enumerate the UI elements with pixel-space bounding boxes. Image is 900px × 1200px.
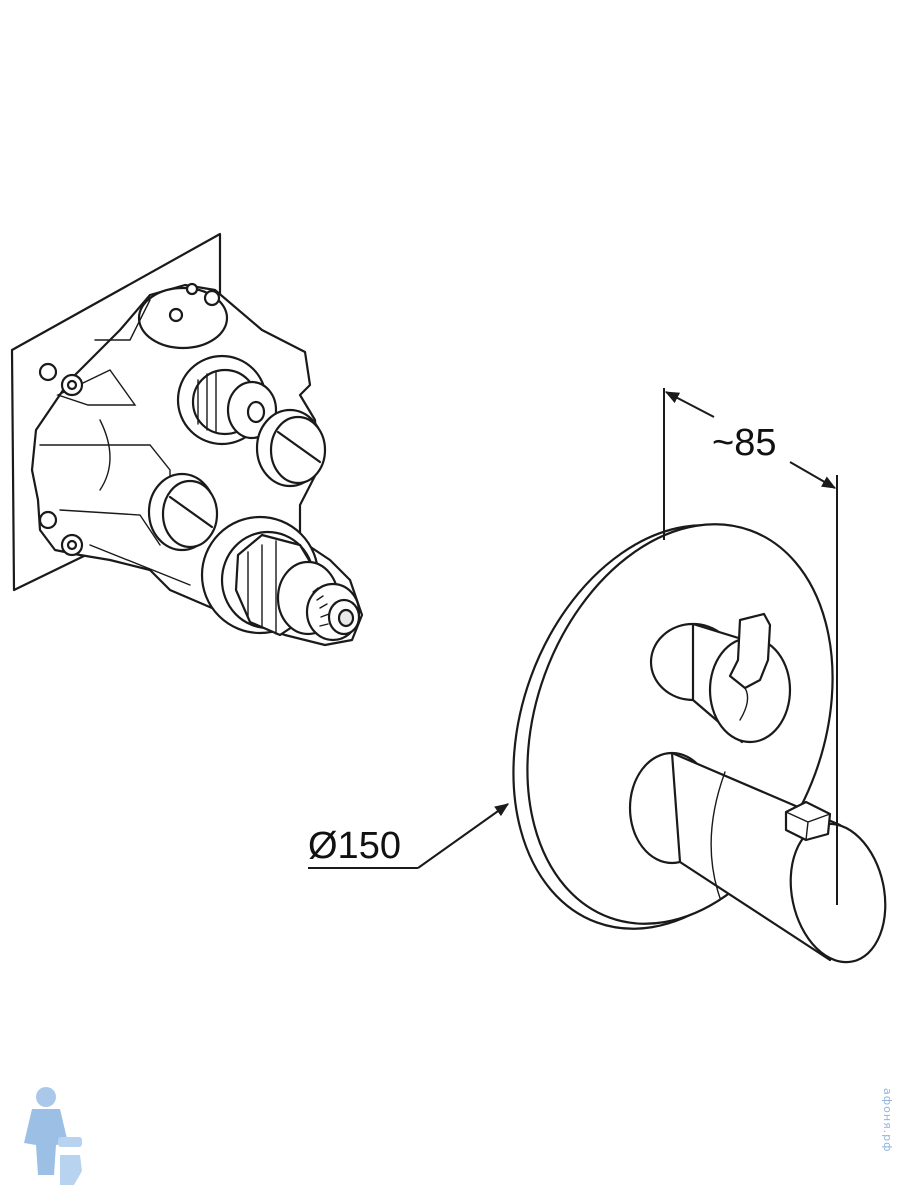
top-bolt (185, 282, 199, 296)
safety-stop-button (784, 800, 832, 842)
top-nut (203, 289, 221, 307)
logo-head (36, 1087, 56, 1107)
safety-stop-edges (785, 811, 831, 841)
plug-screw-upper-face (269, 415, 327, 485)
lower-hex-flats (247, 540, 277, 635)
casting-rib (56, 369, 137, 406)
diameter-dimension: Ø150 (308, 803, 509, 869)
logo-toilet (60, 1155, 82, 1185)
casting-edge-4 (89, 544, 191, 586)
arrow-right (789, 461, 837, 489)
top-screw-hole (168, 307, 184, 323)
leader-arrow (417, 803, 509, 869)
casting-edge-3 (59, 509, 161, 546)
diameter-label: Ø150 (308, 825, 401, 867)
watermark-text: афоня.рф (881, 1088, 894, 1153)
plug-screw-middle-slot (168, 495, 214, 529)
depth-dimension: ~85 (663, 388, 838, 905)
upper-spindle-tip (246, 400, 266, 424)
plug-screw-upper-slot (276, 430, 322, 464)
mount-lug-lower (38, 510, 58, 530)
diverter-lever (728, 612, 772, 690)
diverter-lever-edge (739, 687, 749, 721)
casting-edge (94, 299, 151, 341)
spline-teeth (312, 587, 330, 627)
diverter-handle (649, 612, 792, 744)
casting-curve (99, 419, 111, 491)
plumber-logo (24, 1087, 82, 1185)
thermostat-handle (628, 751, 887, 964)
logo-body (24, 1109, 68, 1175)
rough-in-valve-body (10, 232, 364, 647)
mount-lug-upper (38, 362, 58, 382)
top-dome (137, 286, 229, 350)
thermostat-ring-line (710, 771, 726, 899)
finish-trim-set (512, 523, 887, 964)
plug-screw-middle-face (161, 479, 219, 549)
depth-label: ~85 (712, 422, 776, 464)
mount-bolt-lower-center (66, 539, 78, 551)
upper-nut-flats (197, 370, 217, 433)
arrow-left (664, 391, 715, 418)
lower-spindle-bore (337, 608, 355, 628)
mount-bolt-upper-center (66, 379, 78, 391)
logo-tank (58, 1137, 82, 1147)
